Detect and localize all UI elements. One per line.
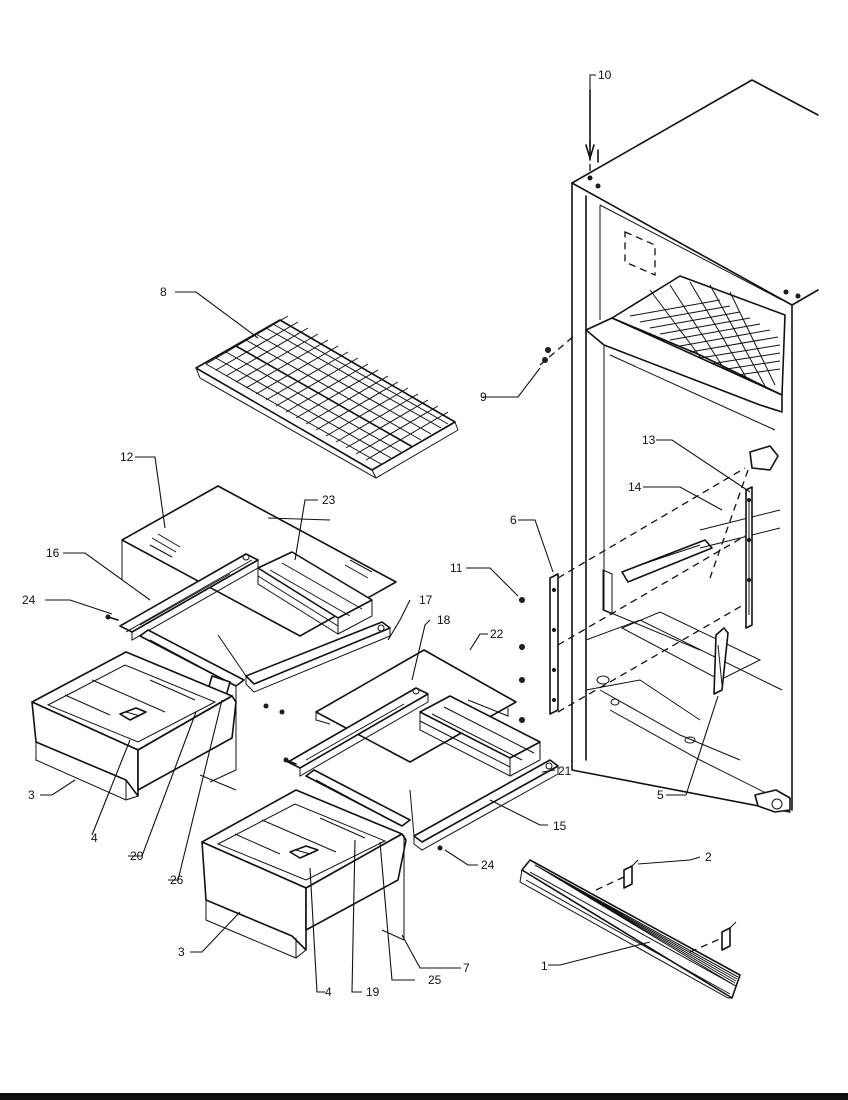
label-22: 22 — [490, 627, 504, 641]
label-13: 13 — [642, 433, 656, 447]
label-3-lower: 3 — [178, 945, 185, 959]
lower-drawer-bracket — [381, 835, 405, 941]
part-15-rail — [409, 759, 559, 851]
label-19: 19 — [366, 985, 380, 999]
label-24-left: 24 — [22, 593, 36, 607]
part-21-frame — [419, 695, 541, 777]
cabinet — [571, 79, 819, 813]
label-15: 15 — [553, 819, 567, 833]
label-21: 21 — [558, 764, 572, 778]
label-16: 16 — [46, 546, 60, 560]
part-19-track — [305, 769, 411, 827]
label-25: 25 — [428, 973, 442, 987]
part-6-strip — [519, 467, 746, 723]
label-11: 11 — [450, 561, 463, 575]
label-4-upper: 4 — [91, 831, 98, 845]
label-3-upper: 3 — [28, 788, 35, 802]
part-24-screw-left — [105, 614, 119, 621]
label-17: 17 — [419, 593, 433, 607]
evaporator-grille — [629, 281, 781, 387]
part-labels: 8 12 16 24 23 17 18 22 21 15 24 1 2 3 4 … — [22, 68, 712, 999]
part-10-screws — [585, 89, 599, 178]
part-23-frame — [257, 551, 373, 635]
label-6: 6 — [510, 513, 517, 527]
part-18-rail — [287, 687, 429, 777]
label-10: 10 — [598, 68, 612, 82]
label-14: 14 — [628, 480, 642, 494]
label-5: 5 — [657, 788, 664, 802]
lower-crisper-drawer — [201, 789, 407, 959]
label-7: 7 — [463, 961, 470, 975]
part-2-clips — [595, 859, 737, 953]
part-9-screws — [539, 334, 576, 366]
part-17-rail — [217, 621, 391, 693]
label-8: 8 — [160, 285, 167, 299]
part-1-toe-grille — [519, 859, 741, 999]
label-12: 12 — [120, 450, 134, 464]
label-24-right: 24 — [481, 858, 495, 872]
part-8-wire-shelf — [195, 315, 459, 479]
part-24-screw-right — [263, 703, 443, 851]
bottom-border — [0, 1093, 848, 1100]
wire-shelf-rods — [205, 315, 449, 465]
part-22-cover — [315, 649, 517, 763]
label-23: 23 — [322, 493, 336, 507]
part-5-bracket — [713, 627, 729, 695]
upper-crisper-drawer — [31, 651, 237, 801]
part-20-track — [139, 629, 245, 697]
upper-drawer-bracket — [199, 685, 237, 791]
part-13-bracket — [709, 445, 779, 629]
label-20: 20 — [130, 849, 144, 863]
label-26: 26 — [170, 873, 184, 887]
label-9: 9 — [480, 390, 487, 404]
label-1: 1 — [541, 959, 548, 973]
label-4-lower: 4 — [325, 985, 332, 999]
leader-lines — [40, 74, 751, 993]
part-16-rail — [119, 553, 259, 641]
label-18: 18 — [437, 613, 451, 627]
label-2: 2 — [705, 850, 712, 864]
